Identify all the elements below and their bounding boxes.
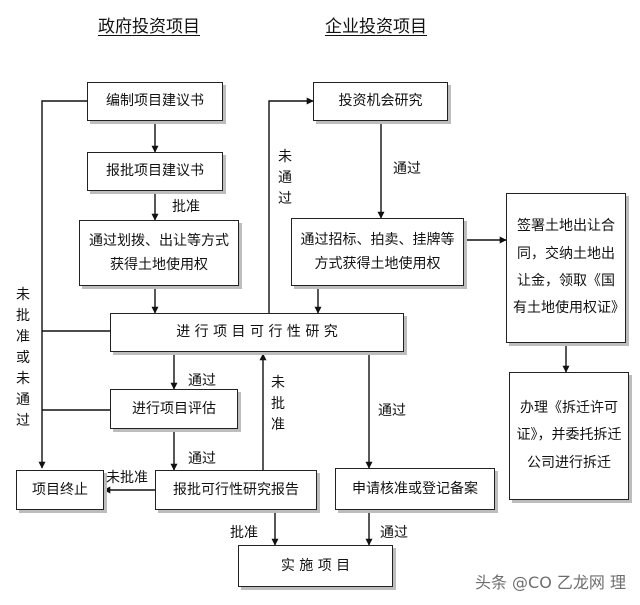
box-project-terminate: 项目终止 [16, 470, 104, 510]
box-project-evaluation: 进行项目评估 [110, 389, 238, 429]
label-passed-2: 通过 [188, 373, 216, 389]
header-enterprise: 企业投资项目 [325, 17, 427, 37]
header-government: 政府投资项目 [98, 17, 200, 37]
box-land-contract: 签署土地出让合同，交纳土地出让金，领取《国有土地使用权证》 [506, 193, 626, 343]
arrow-compile-to-terminate [38, 100, 87, 469]
box-feasibility-study: 进 行 项 目 可 行 性 研 究 [110, 313, 404, 352]
label-passed-1: 通过 [393, 161, 421, 177]
label-passed-5: 通过 [380, 525, 408, 541]
box-compile-proposal: 编制项目建议书 [87, 82, 223, 121]
box-submit-feasibility: 报批可行性研究报告 [155, 470, 317, 510]
arrow-feasibility-to-opportunity [268, 97, 314, 313]
label-not-approved-or-not-passed: 未批准或未通过 [16, 287, 30, 429]
box-ent-land: 通过招标、拍卖、挂牌等方式获得土地使用权 [291, 218, 464, 286]
box-investment-opportunity: 投资机会研究 [313, 82, 448, 121]
label-not-approved-left: 未批准 [106, 470, 148, 486]
box-implement: 实 施 项 目 [238, 545, 393, 587]
box-submit-proposal: 报批项目建议书 [87, 152, 223, 191]
label-approved-2: 批准 [230, 525, 258, 541]
label-not-approved-mid: 未批准 [271, 375, 285, 433]
label-passed-3: 通过 [378, 403, 406, 419]
label-not-passed-top: 未通过 [278, 149, 292, 207]
watermark: 头条 @CO 乙龙网 理 [474, 573, 626, 592]
box-gov-land: 通过划拨、出让等方式获得土地使用权 [79, 220, 239, 286]
box-apply-approval: 申请核准或登记备案 [335, 468, 495, 510]
label-passed-4: 通过 [188, 451, 216, 467]
box-demolition: 办理《拆迁许可证》，并委托拆迁公司进行拆迁 [509, 372, 629, 500]
label-approved-1: 批准 [172, 199, 200, 215]
